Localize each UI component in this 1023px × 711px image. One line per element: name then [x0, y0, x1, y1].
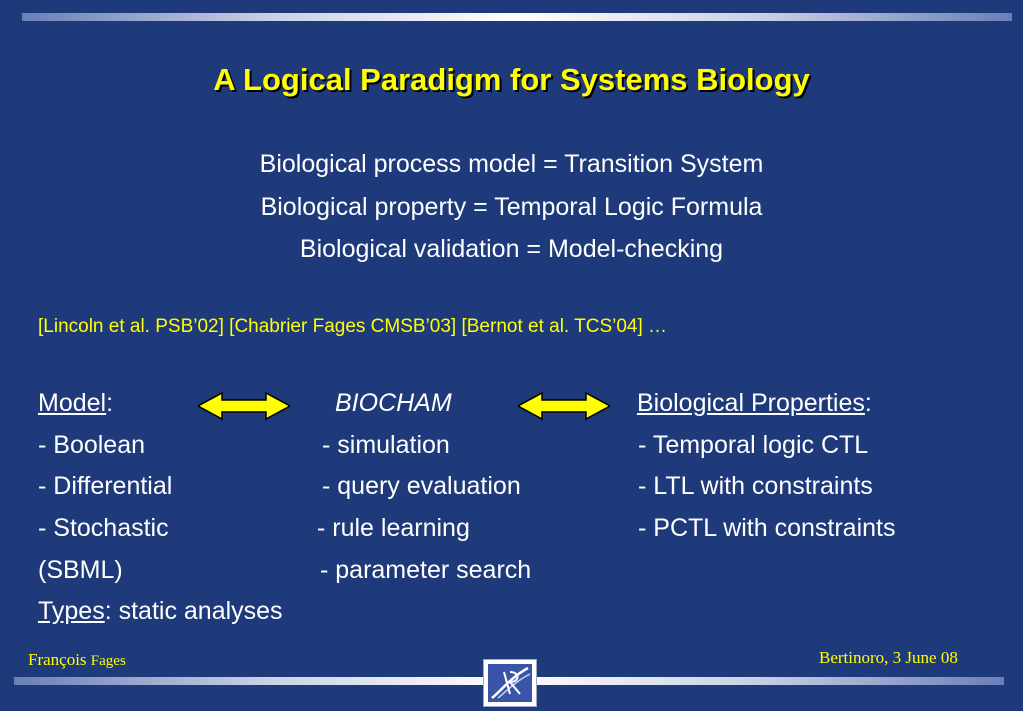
institution-logo [483, 659, 537, 707]
logo-emblem-icon [488, 664, 532, 702]
types-line: Types: static analyses [38, 597, 283, 626]
model-item: - Boolean [38, 431, 146, 459]
references-line: [Lincoln et al. PSB’02] [Chabrier Fages … [38, 316, 668, 337]
slide-title: A Logical Paradigm for Systems Biology [213, 62, 810, 97]
model-heading-label: Model [38, 389, 107, 417]
equation-line-1: Biological process model = Transition Sy… [259, 150, 764, 178]
model-heading-colon: : [106, 389, 114, 417]
equation-line-3: Biological validation = Model-checking [299, 235, 724, 263]
footer-author-last: Fages [90, 653, 126, 669]
properties-heading-colon: : [864, 389, 872, 417]
top-divider-bar [22, 13, 1012, 21]
biocham-heading: BIOCHAM [335, 389, 452, 417]
biocham-item: - query evaluation [322, 472, 521, 500]
double-arrow-right-icon [518, 391, 610, 421]
biocham-item: - rule learning [317, 514, 470, 542]
biocham-item: - parameter search [320, 556, 532, 584]
biocham-item: - simulation [322, 431, 450, 459]
model-item: - Differential [38, 472, 173, 500]
properties-heading: Biological Properties: [637, 389, 872, 418]
equation-line-2: Biological property = Temporal Logic For… [260, 193, 763, 221]
footer-author: François Fages [28, 650, 126, 670]
types-text: : static analyses [104, 597, 283, 625]
model-item: (SBML) [38, 556, 123, 584]
types-heading: Types [38, 597, 105, 625]
double-arrow-left-icon [198, 391, 290, 421]
footer-place-date: Bertinoro, 3 June 08 [819, 648, 958, 667]
model-heading: Model: [38, 389, 113, 418]
properties-heading-label: Biological Properties [637, 389, 865, 417]
property-item: - PCTL with constraints [638, 514, 896, 542]
model-item: - Stochastic [38, 514, 169, 542]
footer-author-first: François [28, 650, 87, 669]
property-item: - LTL with constraints [638, 472, 873, 500]
property-item: - Temporal logic CTL [638, 431, 869, 459]
